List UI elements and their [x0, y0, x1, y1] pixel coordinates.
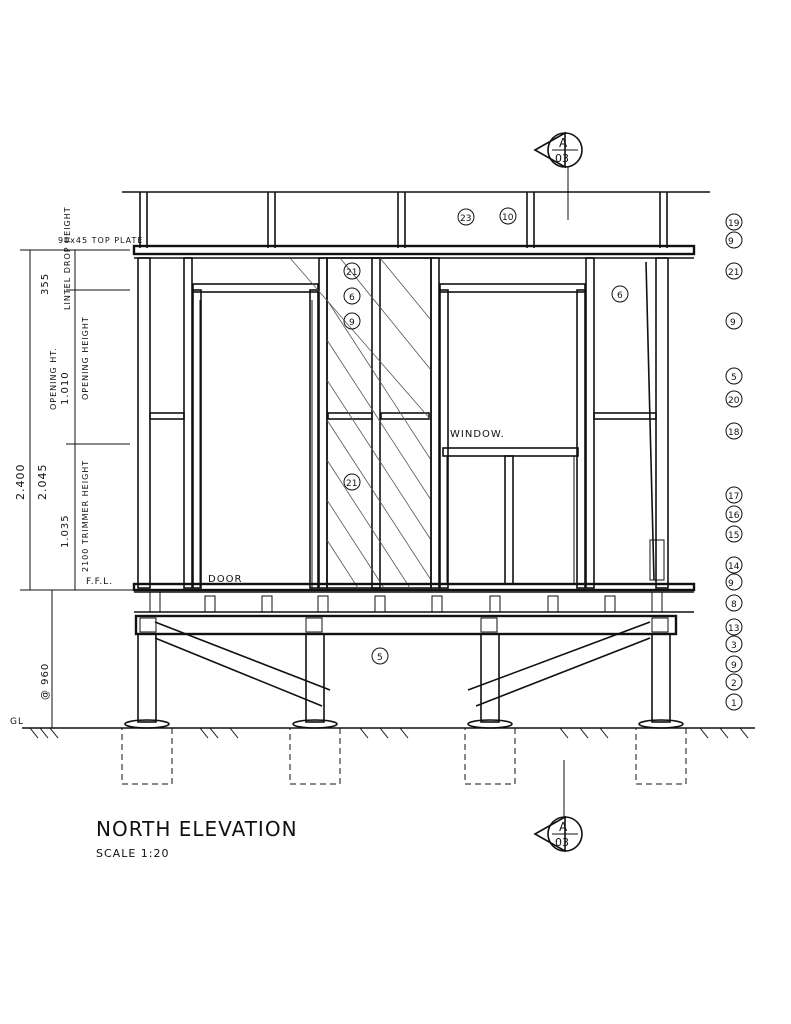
svg-text:23: 23 — [460, 214, 471, 224]
callout-19: 18 — [725, 422, 743, 440]
callout-9-right: 9 — [725, 312, 743, 330]
callout-3: 3 — [725, 635, 743, 653]
callout-21-left: 21 — [343, 262, 361, 280]
ffl-label: F.F.L. — [86, 577, 113, 587]
svg-text:21: 21 — [346, 479, 357, 489]
svg-text:20: 20 — [728, 396, 740, 406]
svg-text:8: 8 — [731, 600, 737, 610]
callout-5: 5 — [371, 647, 389, 665]
ground-line — [22, 727, 755, 739]
svg-text:9: 9 — [730, 318, 736, 328]
section-marker-bottom-letter: A — [559, 820, 568, 834]
svg-text:5: 5 — [731, 373, 737, 383]
svg-text:14: 14 — [728, 562, 740, 572]
dim-1010: 1.010 — [60, 371, 71, 405]
callout-7: 8 — [725, 594, 743, 612]
section-marker-bottom: A 03 — [533, 760, 583, 853]
section-marker-top-letter: A — [559, 136, 568, 150]
callout-15: 14 — [725, 556, 743, 574]
annotations: 90x45 TOP PLATE WINDOW. DOOR F.F.L. GL 2… — [10, 206, 505, 727]
svg-text:3: 3 — [731, 641, 737, 651]
callouts: 19 9 21 9 5 20 18 17 16 15 14 9 8 13 3 9… — [343, 207, 743, 711]
callout-21-right: 21 — [725, 262, 743, 280]
callout-6-left: 6 — [343, 287, 361, 305]
callout-9-left: 9 — [343, 312, 361, 330]
svg-text:13: 13 — [728, 624, 739, 634]
callout-18: 17 — [725, 486, 743, 504]
svg-text:17: 17 — [728, 492, 739, 502]
callout-8: 9 — [725, 655, 743, 673]
svg-text:6: 6 — [617, 291, 623, 301]
svg-text:9: 9 — [731, 661, 737, 671]
callout-17: 16 — [725, 505, 743, 523]
svg-text:15: 15 — [728, 531, 739, 541]
callout-11: 9 — [725, 231, 743, 249]
svg-text:6: 6 — [349, 293, 355, 303]
callout-2: 2 — [725, 673, 743, 691]
trimmer-height-label: 2100 TRIMMER HEIGHT — [81, 460, 90, 572]
drawing-scale: SCALE 1:20 — [96, 847, 169, 860]
svg-text:21: 21 — [728, 268, 739, 278]
section-marker-bottom-sheet: 03 — [555, 836, 569, 849]
drawing-title: NORTH ELEVATION — [96, 817, 298, 841]
top-plate-label: 90x45 TOP PLATE — [58, 236, 143, 245]
door-label: DOOR — [208, 574, 242, 585]
callout-12: 10 — [499, 207, 517, 225]
svg-text:9: 9 — [728, 579, 734, 589]
callout-20: 20 — [725, 390, 743, 408]
gl-label: GL — [10, 717, 24, 727]
svg-text:21: 21 — [346, 268, 357, 278]
callout-14: 13 — [725, 618, 743, 636]
dim-1035: 1.035 — [60, 514, 71, 548]
svg-text:2: 2 — [731, 679, 737, 689]
svg-text:16: 16 — [728, 511, 740, 521]
wall-frame — [121, 191, 710, 785]
dim-2045: 2.045 — [36, 464, 49, 501]
svg-text:19: 19 — [728, 219, 740, 229]
dimension-lines — [20, 249, 134, 728]
svg-text:1: 1 — [731, 699, 737, 709]
callout-10: 9 — [725, 573, 743, 591]
callout-6-right: 6 — [611, 285, 629, 303]
window-label: WINDOW. — [450, 429, 505, 440]
svg-text:9: 9 — [728, 237, 734, 247]
callout-16: 15 — [725, 525, 743, 543]
callout-13: 19 — [725, 213, 743, 231]
callout-22: 21 — [343, 473, 361, 491]
opening-ht-label: OPENING HT. — [49, 347, 58, 410]
svg-text:5: 5 — [377, 653, 383, 663]
section-marker-top: A 03 — [533, 131, 583, 220]
lintel-drop-label: LINTEL DROP HEIGHT — [63, 206, 72, 310]
svg-text:9: 9 — [349, 318, 355, 328]
opening-height-label: OPENING HEIGHT — [81, 316, 90, 400]
callout-1: 1 — [725, 693, 743, 711]
spacing-label: @ 960 — [40, 663, 51, 700]
section-marker-top-sheet: 03 — [555, 152, 569, 165]
callout-23: 23 — [457, 208, 475, 226]
svg-text:10: 10 — [502, 213, 514, 223]
svg-text:18: 18 — [728, 428, 740, 438]
callout-4: 5 — [725, 367, 743, 385]
dim-2400: 2.400 — [14, 464, 27, 501]
dim-355: 355 — [40, 273, 51, 295]
